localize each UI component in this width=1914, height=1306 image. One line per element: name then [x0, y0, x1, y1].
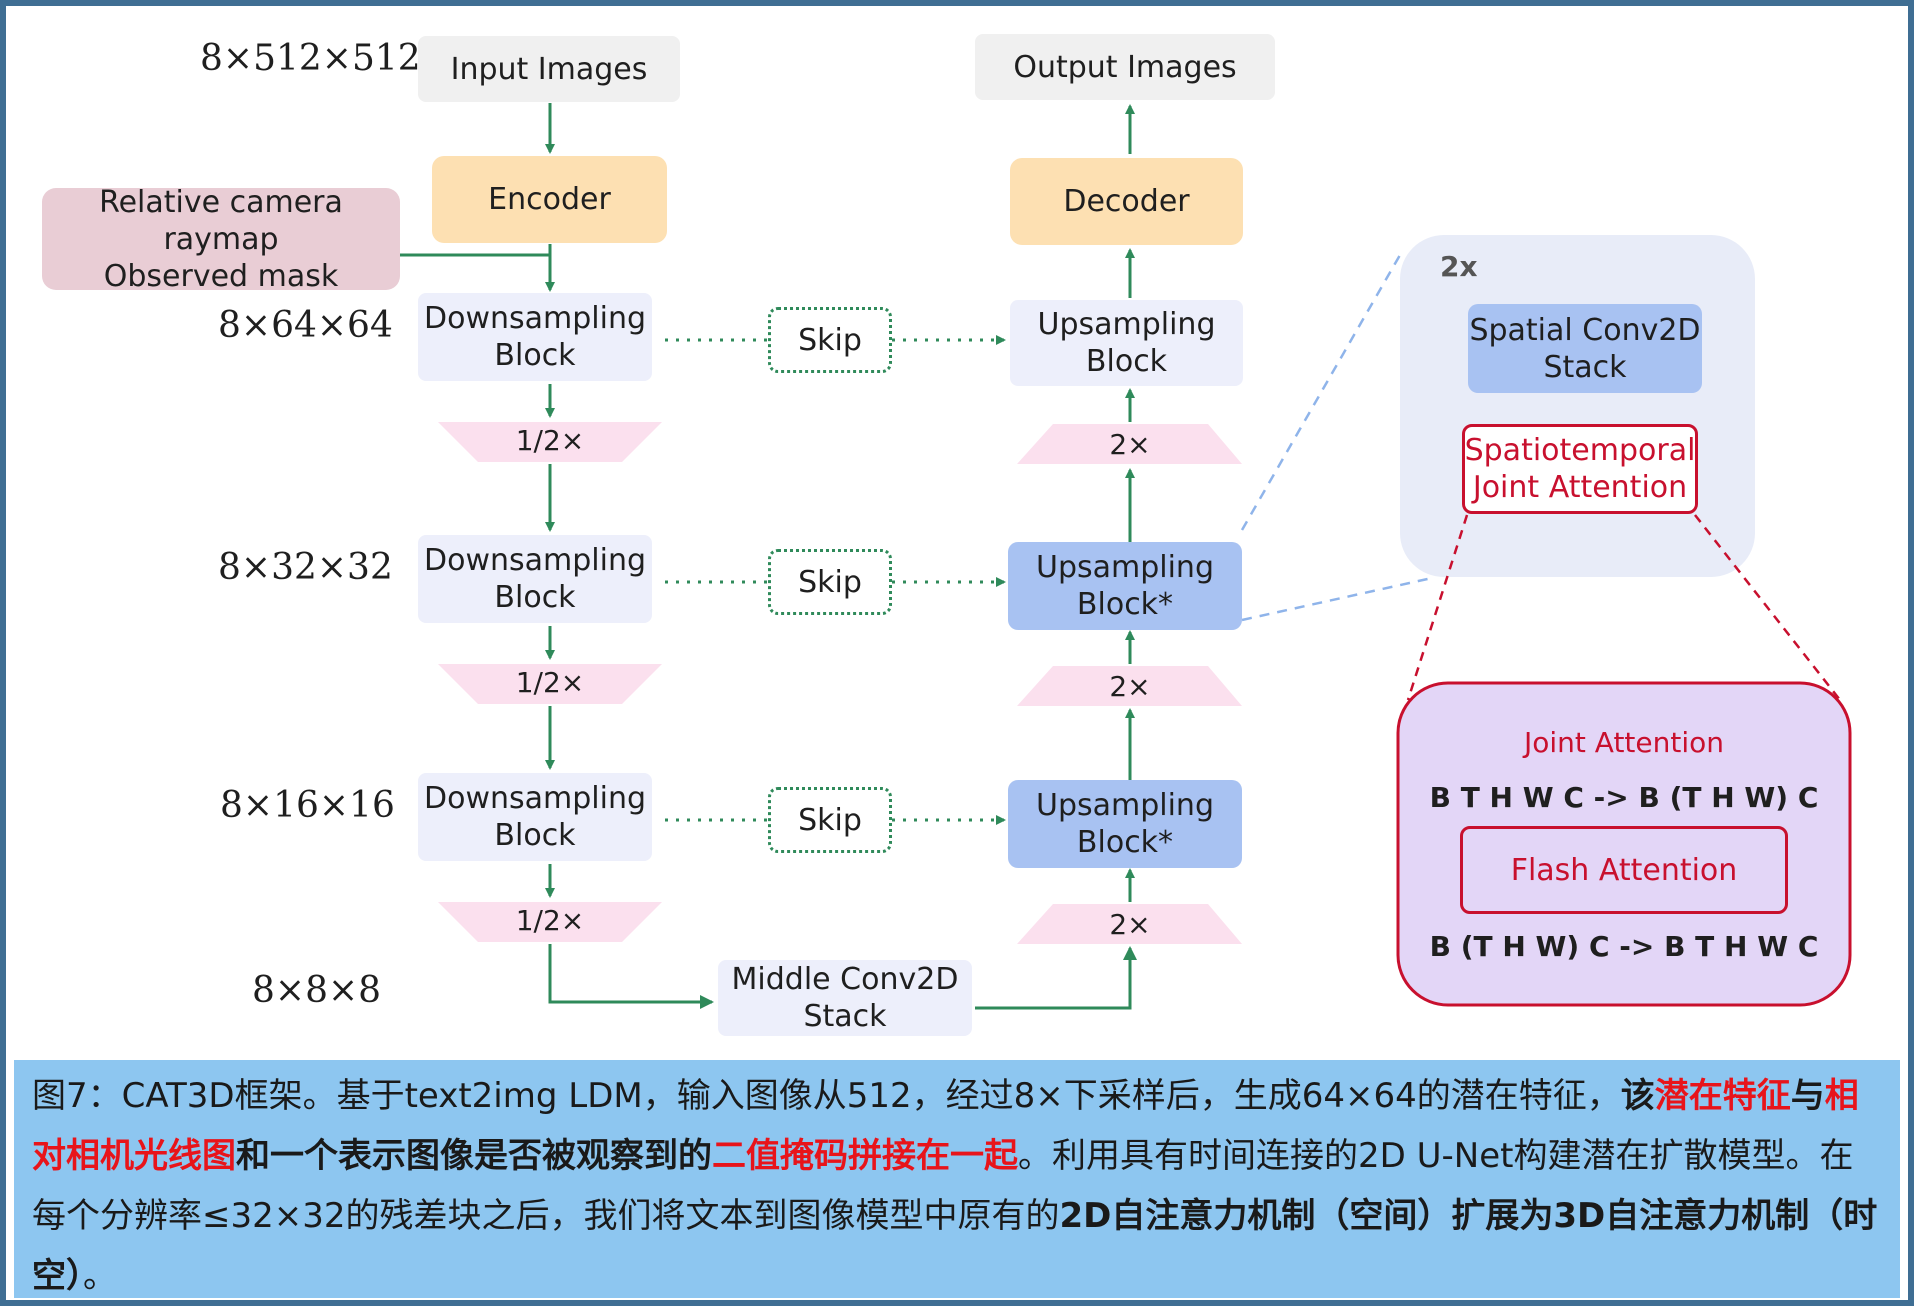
downsampling-block-2: Downsampling Block: [418, 535, 652, 623]
downscale-shape-2: [438, 664, 662, 704]
arrow-middle-up: [975, 946, 1137, 1010]
upsampling-block-3: Upsampling Block*: [1008, 780, 1242, 868]
conditioning-line-2: Observed mask: [103, 258, 339, 294]
up-block-3-line-2: Block*: [1076, 825, 1174, 860]
decoder-label: Decoder: [1063, 184, 1190, 219]
reshape-in-label: B T H W C -> B (T H W) C: [1429, 781, 1819, 814]
caption-part-8: 。利用具有时间连接的2D U-Net构建潜在扩散模型。在每个分辨率≤32×32的…: [32, 1136, 1854, 1236]
attention-line-right: [1694, 514, 1841, 701]
arrow-scale-middle: [548, 944, 714, 1009]
dim-label-8: 8×8×8: [252, 970, 382, 1011]
skip-label-1: Skip: [798, 322, 862, 358]
zoom-panel: [1400, 235, 1755, 577]
down-block-2-line-2: Block: [494, 580, 576, 615]
dim-label-64: 8×64×64: [218, 305, 393, 346]
skip-box-1: Skip: [768, 307, 892, 373]
downscale-shape-3: [438, 902, 662, 942]
upscale-shape-2: [1017, 666, 1242, 706]
caption-part-10: 。: [83, 1256, 117, 1296]
decoder-box: Decoder: [1010, 158, 1243, 245]
downscale-label-1: 1/2×: [515, 424, 585, 457]
repeat-label: 2x: [1440, 250, 1478, 283]
encoder-label: Encoder: [488, 182, 611, 217]
skip-box-2: Skip: [768, 549, 892, 615]
downscale-label-3: 1/2×: [515, 904, 585, 937]
upscale-shape-1: [1017, 424, 1242, 464]
dim-label-32: 8×32×32: [218, 547, 393, 588]
downsampling-block-1: Downsampling Block: [418, 293, 652, 381]
middle-line-1: Middle Conv2D: [731, 962, 959, 997]
down-block-1-line-2: Block: [494, 338, 576, 373]
input-images-box: Input Images: [418, 36, 680, 102]
reshape-out-label: B (T H W) C -> B T H W C: [1429, 930, 1819, 963]
conditioning-box: Relative camera raymap Observed mask: [42, 185, 400, 294]
joint-attention-title: Joint Attention: [1523, 726, 1725, 759]
caption-part-9: 2D自注意力机制（空间）扩展为3D自注意力机制（时空）: [32, 1196, 1878, 1296]
spatial-line-1: Spatial Conv2D: [1469, 312, 1701, 348]
skip-label-2: Skip: [798, 564, 862, 600]
caption-part-3: 潜在特征: [1654, 1076, 1791, 1116]
downscale-label-2: 1/2×: [515, 666, 585, 699]
zoom-line-top: [1240, 254, 1402, 531]
spatiotemporal-line-2: Joint Attention: [1472, 470, 1688, 505]
spatiotemporal-line-1: Spatiotemporal: [1464, 433, 1696, 468]
output-images-box: Output Images: [975, 34, 1275, 100]
flash-attention-box: Flash Attention: [1460, 826, 1788, 914]
down-block-1-line-1: Downsampling: [423, 301, 646, 336]
spatiotemporal-attention-box: Spatiotemporal Joint Attention: [1462, 424, 1698, 514]
down-block-2-line-1: Downsampling: [423, 543, 646, 578]
up-block-2-line-2: Block*: [1076, 587, 1174, 622]
up-block-2-line-1: Upsampling: [1035, 550, 1214, 585]
upsampling-block-1: Upsampling Block: [1010, 300, 1243, 386]
flash-attention-label: Flash Attention: [1510, 852, 1738, 888]
upscale-label-3: 2×: [1109, 908, 1151, 941]
output-images-label: Output Images: [1013, 49, 1237, 85]
dim-label-input: 8×512×512: [200, 38, 421, 79]
caption-part-2: 该: [1620, 1076, 1655, 1116]
attention-line-left: [1406, 514, 1469, 701]
spatial-conv2d-stack: Spatial Conv2D Stack: [1468, 304, 1702, 393]
upscale-label-1: 2×: [1109, 428, 1151, 461]
caption-part-1: 图7：CAT3D框架。基于text2img LDM，输入图像从512，经过8×下…: [32, 1076, 1621, 1116]
upscale-shape-3: [1017, 904, 1242, 944]
downsampling-block-3: Downsampling Block: [418, 773, 652, 861]
up-block-1-line-1: Upsampling: [1037, 307, 1216, 342]
middle-line-2: Stack: [803, 999, 887, 1034]
conditioning-line-1: Relative camera raymap: [99, 184, 343, 257]
downscale-shape-1: [438, 422, 662, 462]
spatial-line-2: Stack: [1543, 349, 1627, 385]
skip-box-3: Skip: [768, 787, 892, 853]
caption-part-5: 相对相机光线图: [32, 1076, 1859, 1176]
down-block-3-line-1: Downsampling: [423, 781, 646, 816]
skip-label-3: Skip: [798, 802, 862, 838]
figure-caption: 图7：CAT3D框架。基于text2img LDM，输入图像从512，经过8×下…: [14, 1060, 1900, 1298]
input-images-label: Input Images: [450, 51, 648, 87]
middle-conv2d-stack: Middle Conv2D Stack: [718, 960, 972, 1036]
caption-part-6: 和一个表示图像是否被观察到的: [236, 1136, 712, 1176]
up-block-1-line-2: Block: [1085, 344, 1168, 379]
caption-part-7: 二值掩码拼接在一起: [712, 1136, 1018, 1176]
down-block-3-line-2: Block: [494, 818, 576, 853]
upsampling-block-2: Upsampling Block*: [1008, 542, 1242, 630]
zoom-line-bottom: [1241, 576, 1433, 622]
caption-part-4: 与: [1790, 1076, 1825, 1116]
attention-panel: [1396, 681, 1852, 1007]
up-block-3-line-1: Upsampling: [1035, 788, 1214, 823]
encoder-box: Encoder: [432, 156, 667, 243]
upscale-label-2: 2×: [1109, 670, 1151, 703]
dim-label-16: 8×16×16: [220, 785, 395, 826]
